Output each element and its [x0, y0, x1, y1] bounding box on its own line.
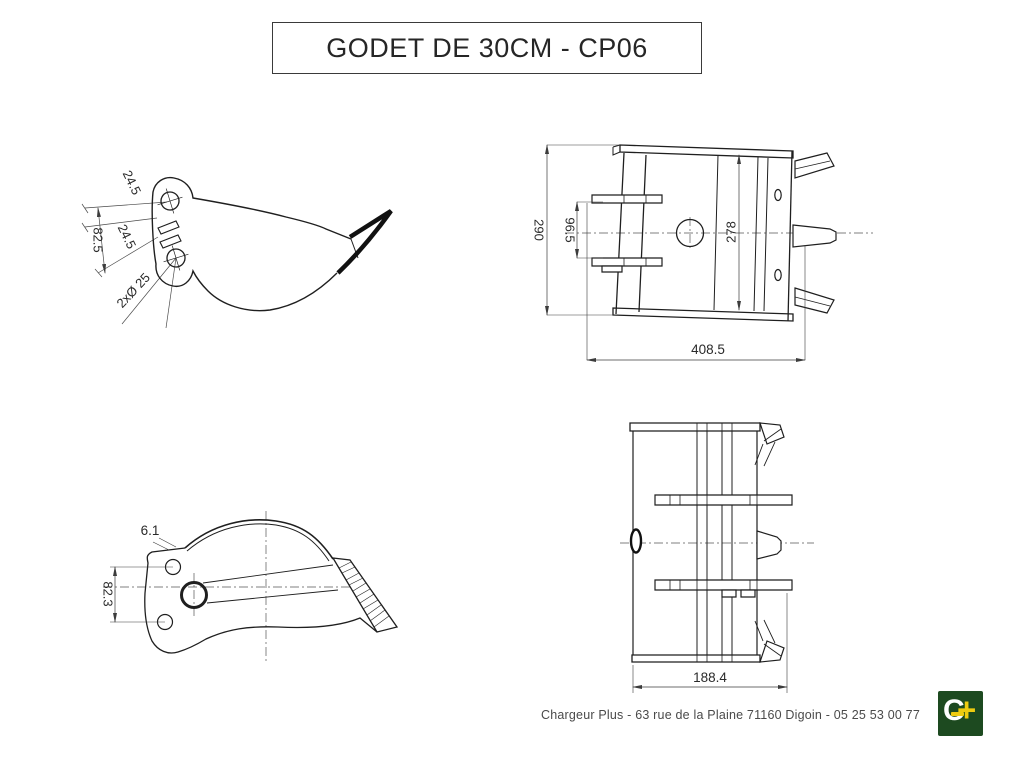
hatched-tooth	[331, 557, 399, 633]
dim-label-24-5-top: 24.5	[120, 168, 145, 197]
bucket-body	[612, 144, 794, 322]
side-profile-drawing: 24.5 82.5 24.5 2xØ 25	[81, 168, 393, 329]
bucket-outline	[151, 176, 359, 312]
logo-plus-icon: +	[957, 691, 977, 728]
edge-plate-holes	[774, 188, 782, 282]
bucket-tooth	[336, 209, 393, 275]
centerlines	[103, 511, 350, 661]
dim-label-188-4: 188.4	[693, 670, 727, 685]
dim-label-82-5: 82.5	[91, 227, 106, 252]
pivot-boss	[629, 528, 643, 554]
lug-bars	[654, 494, 793, 598]
logo-letter-c: C	[943, 694, 965, 727]
bucket-teeth	[754, 422, 785, 663]
company-logo: C +	[938, 691, 983, 736]
page-title: GODET DE 30CM - CP06	[326, 32, 648, 63]
dimension-lines	[81, 201, 177, 329]
dim-label-278: 278	[723, 221, 738, 243]
dim-label-408-5: 408.5	[691, 342, 725, 357]
title-box: GODET DE 30CM - CP06	[272, 22, 702, 74]
dimension-lines	[632, 593, 788, 693]
dim-label-6-1: 6.1	[141, 523, 160, 538]
logo-tagline-bar	[951, 712, 964, 716]
dim-label-24-5-bottom: 24.5	[115, 222, 140, 251]
dim-label-96-5: 96.5	[563, 217, 578, 242]
top-view-drawing: 290 96.5 278 408.5	[532, 144, 873, 362]
plate-holes	[156, 558, 208, 631]
mounting-lugs	[591, 194, 663, 273]
dimension-lines	[110, 537, 177, 623]
dim-label-hole-diameter: 2xØ 25	[113, 270, 153, 311]
dim-label-290: 290	[532, 219, 547, 241]
plate-outline	[144, 519, 378, 654]
dim-label-82-3: 82.3	[101, 581, 116, 606]
pin-holes	[157, 188, 189, 271]
center-hole	[675, 218, 705, 248]
dimension-lines	[545, 144, 806, 362]
side-section-drawing: 6.1 82.3	[101, 511, 399, 661]
bucket-body	[629, 422, 761, 663]
footer-address: Chargeur Plus - 63 rue de la Plaine 7116…	[541, 708, 920, 722]
bracket-slots	[157, 220, 182, 249]
rear-view-drawing: 188.4	[620, 422, 814, 693]
bucket-teeth	[792, 152, 837, 314]
